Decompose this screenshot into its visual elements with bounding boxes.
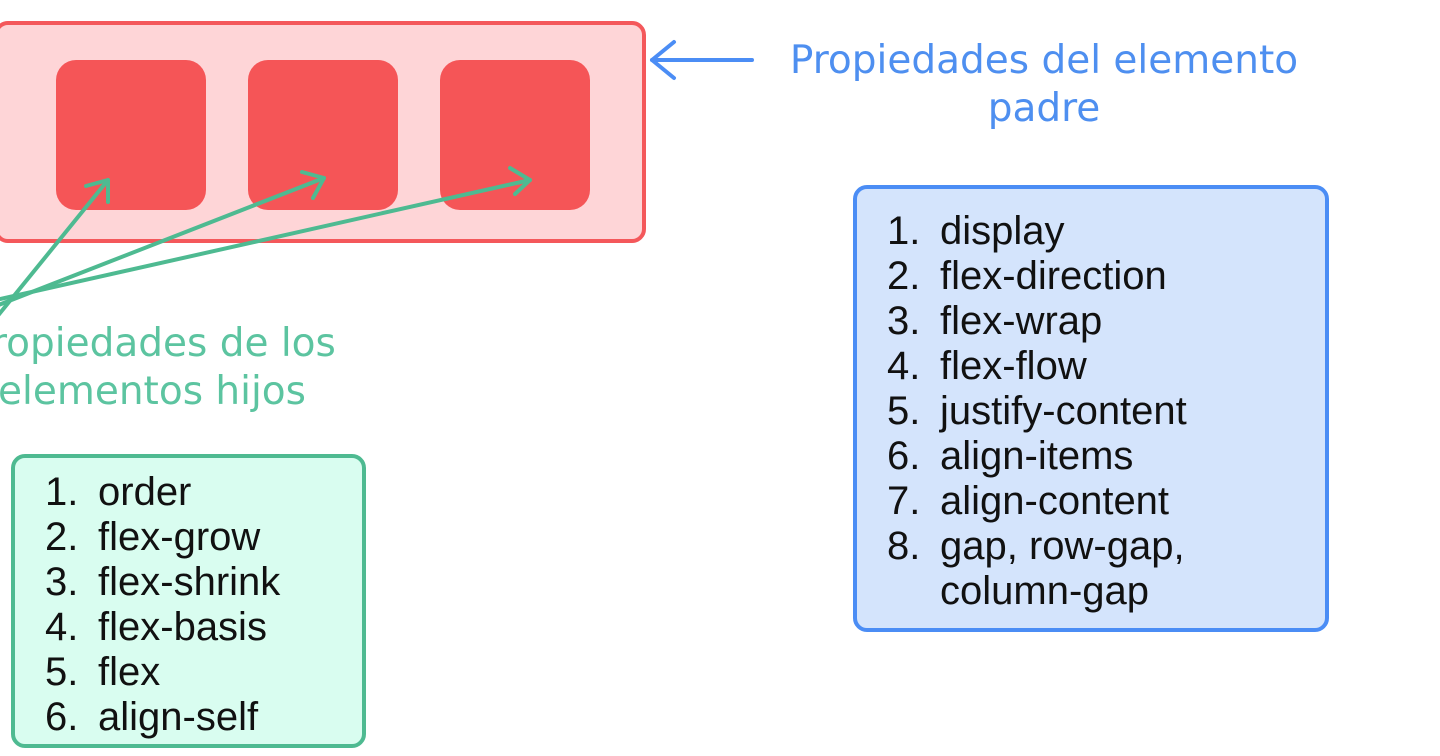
property-name: align-content <box>940 479 1170 523</box>
list-item: 4.flex-basis <box>45 605 267 649</box>
list-item: 5.justify-content <box>887 389 1187 433</box>
children-properties-box: 1.order 2.flex-grow 3.flex-shrink 4.flex… <box>11 454 366 748</box>
list-item: 7.align-content <box>887 479 1170 523</box>
property-name: flex-basis <box>98 605 267 649</box>
list-item: 2.flex-grow <box>45 515 261 559</box>
property-name: gap, row-gap, column-gap <box>940 524 1185 613</box>
parent-label-text: Propiedades del elemento padre <box>789 38 1299 131</box>
list-item: 3.flex-shrink <box>45 560 281 604</box>
property-name: display <box>940 209 1065 253</box>
property-name: order <box>98 470 192 514</box>
property-name: justify-content <box>940 389 1187 433</box>
children-properties-list: 1.order 2.flex-grow 3.flex-shrink 4.flex… <box>45 470 280 740</box>
list-item: 4.flex-flow <box>887 344 1087 388</box>
list-item: 5.flex <box>45 650 161 694</box>
flex-child-3 <box>440 60 590 210</box>
parent-properties-list: 1.display 2.flex-direction 3.flex-wrap 4… <box>887 209 1187 614</box>
list-item: 3.flex-wrap <box>887 299 1103 343</box>
parent-properties-label: Propiedades del elemento padre <box>744 37 1344 133</box>
property-name: flex-flow <box>940 344 1087 388</box>
list-item: 8.gap, row-gap, column-gap <box>887 524 1185 613</box>
property-name: align-self <box>98 695 259 739</box>
children-label-text: Propiedades de los elementos hijos <box>0 321 336 414</box>
property-name: flex-shrink <box>98 560 281 604</box>
property-name: flex-direction <box>940 254 1167 298</box>
flex-child-1 <box>56 60 206 210</box>
parent-arrow <box>650 40 754 80</box>
list-item: 2.flex-direction <box>887 254 1167 298</box>
property-name: flex-grow <box>98 515 261 559</box>
parent-properties-box: 1.display 2.flex-direction 3.flex-wrap 4… <box>853 185 1329 632</box>
list-item: 1.order <box>45 470 192 514</box>
list-item: 1.display <box>887 209 1065 253</box>
flex-child-2 <box>248 60 398 210</box>
children-properties-label: Propiedades de los elementos hijos <box>0 320 412 416</box>
property-name: align-items <box>940 434 1134 478</box>
property-name: flex <box>98 650 161 694</box>
list-item: 6.align-items <box>887 434 1134 478</box>
property-name: flex-wrap <box>940 299 1103 343</box>
list-item: 6.align-self <box>45 695 259 739</box>
